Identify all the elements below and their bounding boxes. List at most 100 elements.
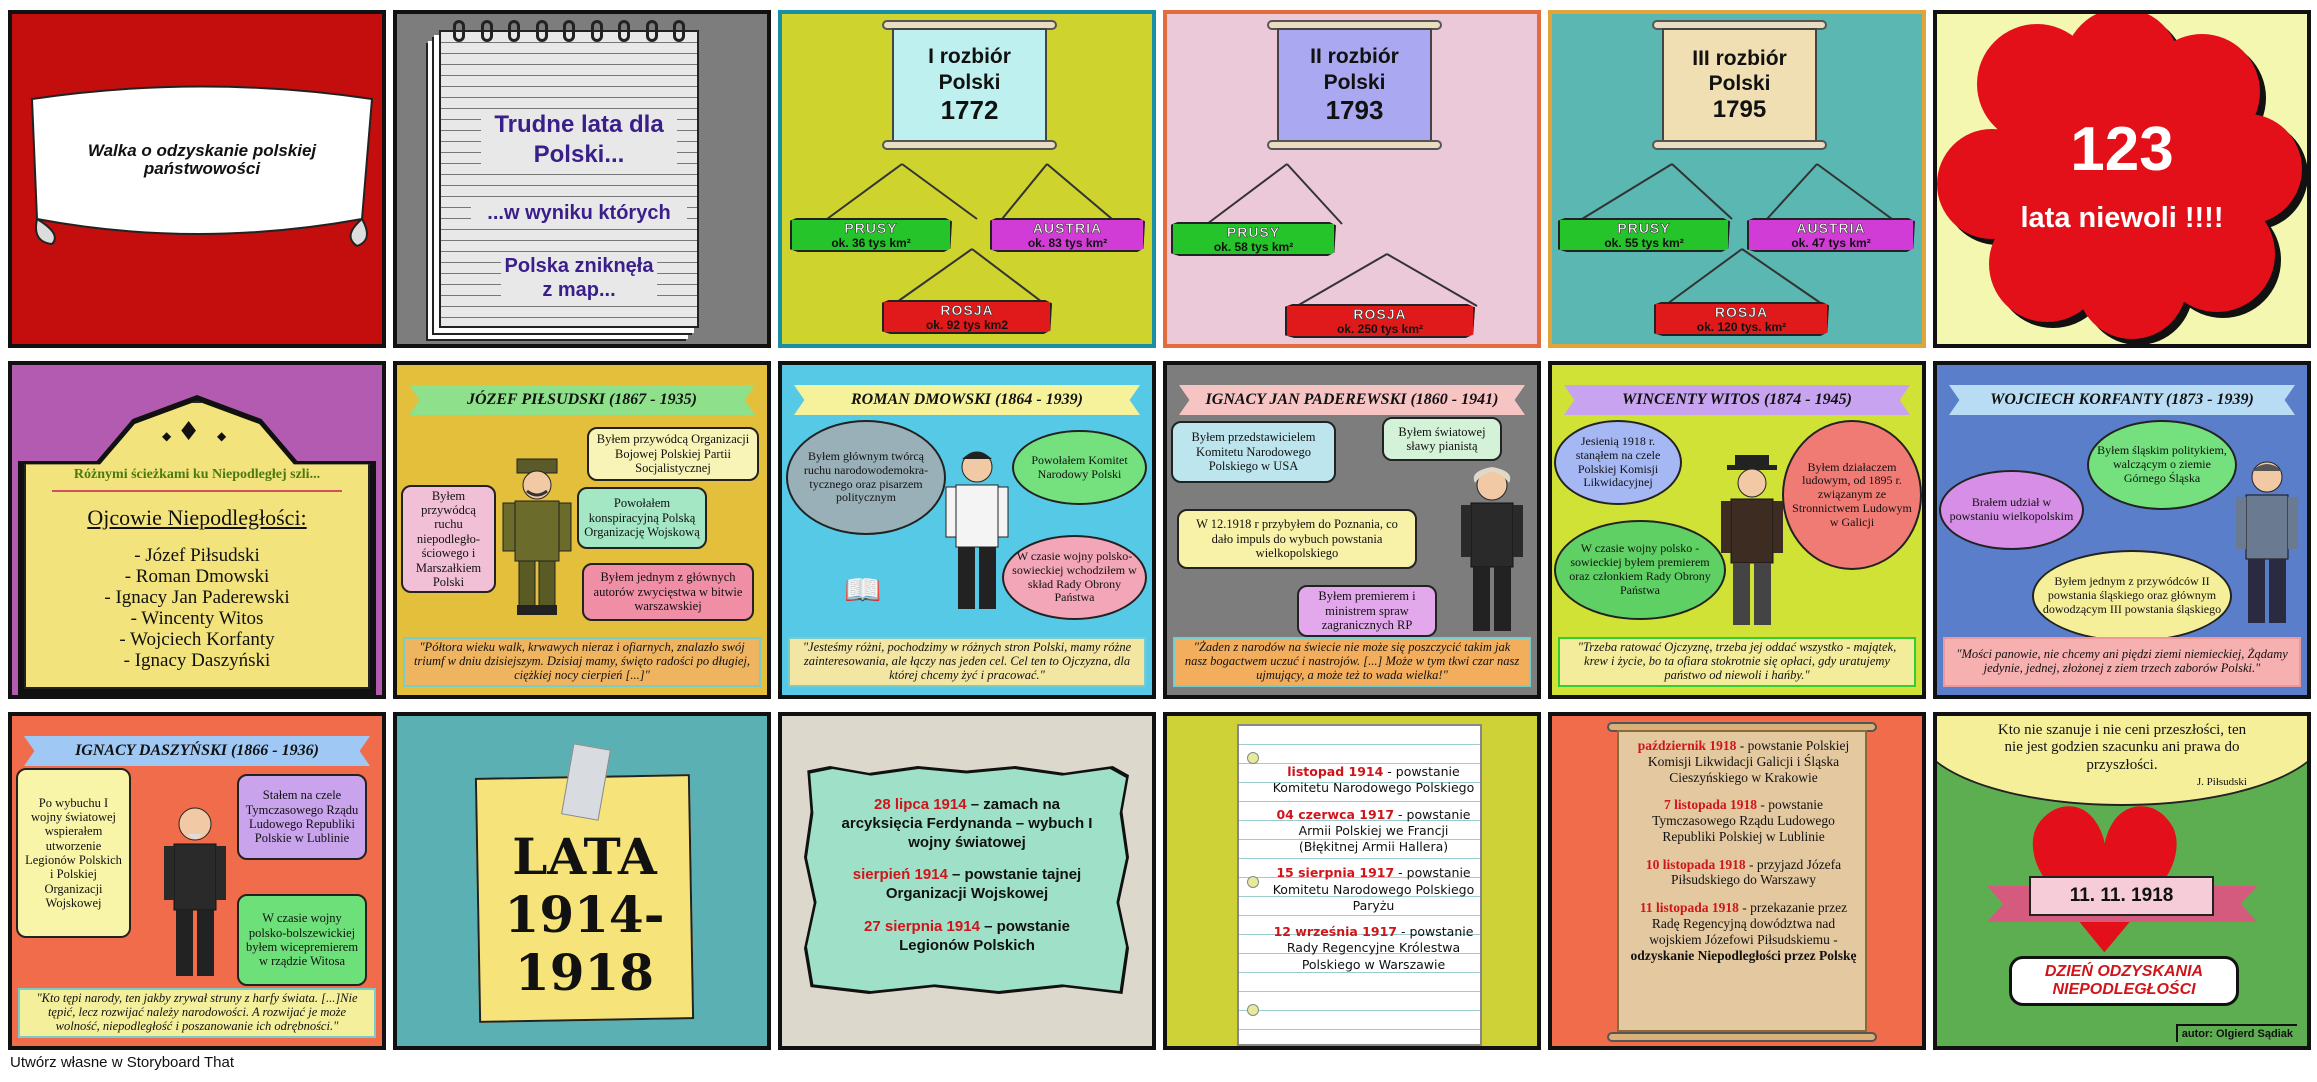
bubble-1: Byłem śląskim politykiem, walczącym o zi…	[2087, 420, 2237, 510]
panel-12: WOJCIECH KORFANTY (1873 - 1939) Byłem śl…	[1933, 361, 2311, 699]
notebook: Trudne lata dla Polski... ...w wyniku kt…	[439, 20, 699, 328]
scroll-rod-bottom	[1607, 1032, 1877, 1042]
years-line-1: LATA	[512, 827, 657, 886]
partition-title: I rozbiór Polski	[928, 45, 1011, 94]
notebook-rings	[453, 20, 685, 42]
scroll-rod-bottom	[882, 140, 1057, 150]
event: 28 lipca 1914 – zamach na arcyksięcia Fe…	[841, 796, 1093, 851]
ropes	[1206, 163, 1478, 307]
scroll-rod-bottom	[1267, 140, 1442, 150]
bubble-3: Byłem przywódcą ruchu niepodległo-ściowe…	[401, 485, 496, 593]
bubble-1: Byłem przywódcą Organizacji Bojowej Pols…	[587, 427, 759, 481]
panel-8: JÓZEF PIŁSUDSKI (1867 - 1935) Byłem przy…	[393, 361, 771, 699]
panel-9: ROMAN DMOWSKI (1864 - 1939) Byłem główny…	[778, 361, 1156, 699]
partition-year: 1772	[940, 94, 999, 125]
partition-scroll: II rozbiór Polski 1793	[1277, 28, 1432, 142]
korfanty-figure	[2236, 461, 2298, 623]
notebook-line-2: ...w wyniku których	[471, 202, 687, 225]
panel-17: październik 1918 - powstanie Polskiej Ko…	[1548, 712, 1926, 1050]
list-item: - Ignacy Daszyński	[123, 650, 271, 671]
binder-hole	[1247, 1004, 1259, 1016]
ornament-right: ◆	[217, 429, 227, 443]
partition-scroll: III rozbiór Polski 1795	[1662, 28, 1817, 142]
bubble-3: W 12.1918 r przybyłem do Poznania, co da…	[1177, 509, 1417, 569]
event: 7 listopada 1918 - powstanie Tymczasoweg…	[1652, 797, 1835, 844]
years-line-2: 1914-	[504, 885, 665, 944]
parchment	[1617, 730, 1867, 1032]
binder-hole	[1247, 752, 1259, 764]
event: 04 czerwca 1917 - powstanie Armii Polski…	[1276, 806, 1471, 855]
bubble-1: Byłem głównym twórcą ruchu narodowodemok…	[786, 420, 946, 535]
fathers-heading: Ojcowie Niepodległości:	[87, 505, 307, 530]
quote-box: "Jesteśmy różni, pochodzimy w różnych st…	[788, 637, 1146, 687]
bubble-2: Brałem udział w powstaniu wielkopolskim	[1939, 470, 2084, 550]
list-item: - Roman Dmowski	[124, 566, 270, 587]
banner: IGNACY JAN PADEREWSKI (1860 - 1941)	[1179, 385, 1525, 415]
lined-paper	[1237, 724, 1482, 1046]
bubble-1: Po wybuchu I wojny światowej wspierałem …	[16, 768, 131, 938]
event: 15 sierpnia 1917 - powstanie Komitetu Na…	[1272, 865, 1475, 913]
witos-figure	[1721, 455, 1783, 625]
torn-paper-inner	[807, 769, 1126, 991]
banner: JÓZEF PIŁSUDSKI (1867 - 1935)	[409, 385, 755, 415]
bubble-3: W czasie wojny polsko-sowieckiej wchodzi…	[1002, 535, 1147, 620]
bubble-4: Byłem premierem i ministrem spraw zagran…	[1297, 585, 1437, 637]
quote-box: "Żaden z narodów na świecie nie może się…	[1173, 637, 1531, 687]
ropes	[1581, 163, 1893, 305]
binder-hole	[1247, 876, 1259, 888]
divider	[52, 490, 342, 492]
events-list: 28 lipca 1914 – zamach na arcyksięcia Fe…	[832, 796, 1102, 955]
banner: WINCENTY WITOS (1874 - 1945)	[1564, 385, 1910, 415]
panel-1-title: Walka o odzyskanie polskiej państwowości	[87, 141, 317, 178]
quote-box: "Mości panowie, nie chcemy ani piędzi zi…	[1943, 637, 2301, 687]
partition-title: II rozbiór Polski	[1310, 45, 1399, 94]
panel-6: 123 lata niewoli !!!!	[1933, 10, 2311, 348]
bubble-2: Powołałem Komitet Narodowy Polski	[1012, 430, 1147, 505]
partition-scroll: I rozbiór Polski 1772	[892, 28, 1047, 142]
bubble-3: W czasie wojny polsko-bolszewickiej byłe…	[237, 894, 367, 986]
bubble-2: Powołałem konspiracyjną Polską Organizac…	[577, 487, 707, 549]
quote-box: "Półtora wieku walk, krwawych nieraz i o…	[403, 637, 761, 687]
fathers-subtitle: Różnymi ścieżkami ku Niepodległej szli..…	[73, 467, 321, 482]
bubble-1: Byłem przedstawicielem Komitetu Narodowe…	[1171, 421, 1336, 483]
bubble-2: Byłem światowej sławy pianistą	[1382, 417, 1502, 461]
quote-author: J. Piłsudski	[2196, 776, 2247, 788]
paderewski-figure	[1461, 467, 1523, 631]
panel-2: Trudne lata dla Polski... ...w wyniku kt…	[393, 10, 771, 348]
banner: ROMAN DMOWSKI (1864 - 1939)	[794, 385, 1140, 415]
storyboard-that-link[interactable]: Utwórz własne w Storyboard That	[10, 1054, 234, 1071]
events-list: październik 1918 - powstanie Polskiej Ko…	[1627, 738, 1860, 963]
bubble-1: Jesienią 1918 r. stanąłem na czele Polsk…	[1554, 420, 1682, 505]
years-label: LATA 1914- 1918	[477, 828, 692, 1002]
scroll-banner-shape	[30, 85, 374, 248]
event: sierpień 1914 – powstanie tajnej Organiz…	[852, 866, 1082, 902]
ornament-left: ◆	[162, 429, 172, 443]
events-list: listopad 1914 - powstanie Komitetu Narod…	[1272, 764, 1475, 973]
bubble-3: W czasie wojny polsko - sowieckiej byłem…	[1554, 520, 1726, 620]
day-label: DZIEŃ ODZYSKANIA NIEPODLEGŁOŚCI	[2009, 956, 2239, 1006]
notebook-line-1: Trudne lata dla Polski...	[481, 110, 677, 170]
bubble-4: Byłem jednym z głównych autorów zwycięst…	[582, 563, 754, 621]
date-box: 11. 11. 1918	[2029, 876, 2214, 916]
quote-box: "Trzeba ratować Ojczyznę, trzeba jej odd…	[1558, 637, 1916, 687]
partition-year: 1793	[1325, 94, 1384, 125]
event: październik 1918 - powstanie Polskiej Ko…	[1637, 738, 1850, 785]
partition-title: III rozbiór Polski	[1692, 46, 1787, 95]
banner: IGNACY DASZYŃSKI (1866 - 1936)	[24, 736, 370, 766]
daszynski-figure	[164, 807, 226, 976]
bubble-3: Byłem jednym z przywódców II powstania ś…	[2032, 550, 2232, 642]
notebook-line-3: Polska zniknęła z map...	[501, 254, 657, 302]
pilsudski-figure	[502, 458, 572, 615]
list-item: - Wincenty Witos	[130, 608, 264, 629]
dmowski-figure	[945, 451, 1009, 609]
cloud-shape	[1937, 14, 2307, 344]
